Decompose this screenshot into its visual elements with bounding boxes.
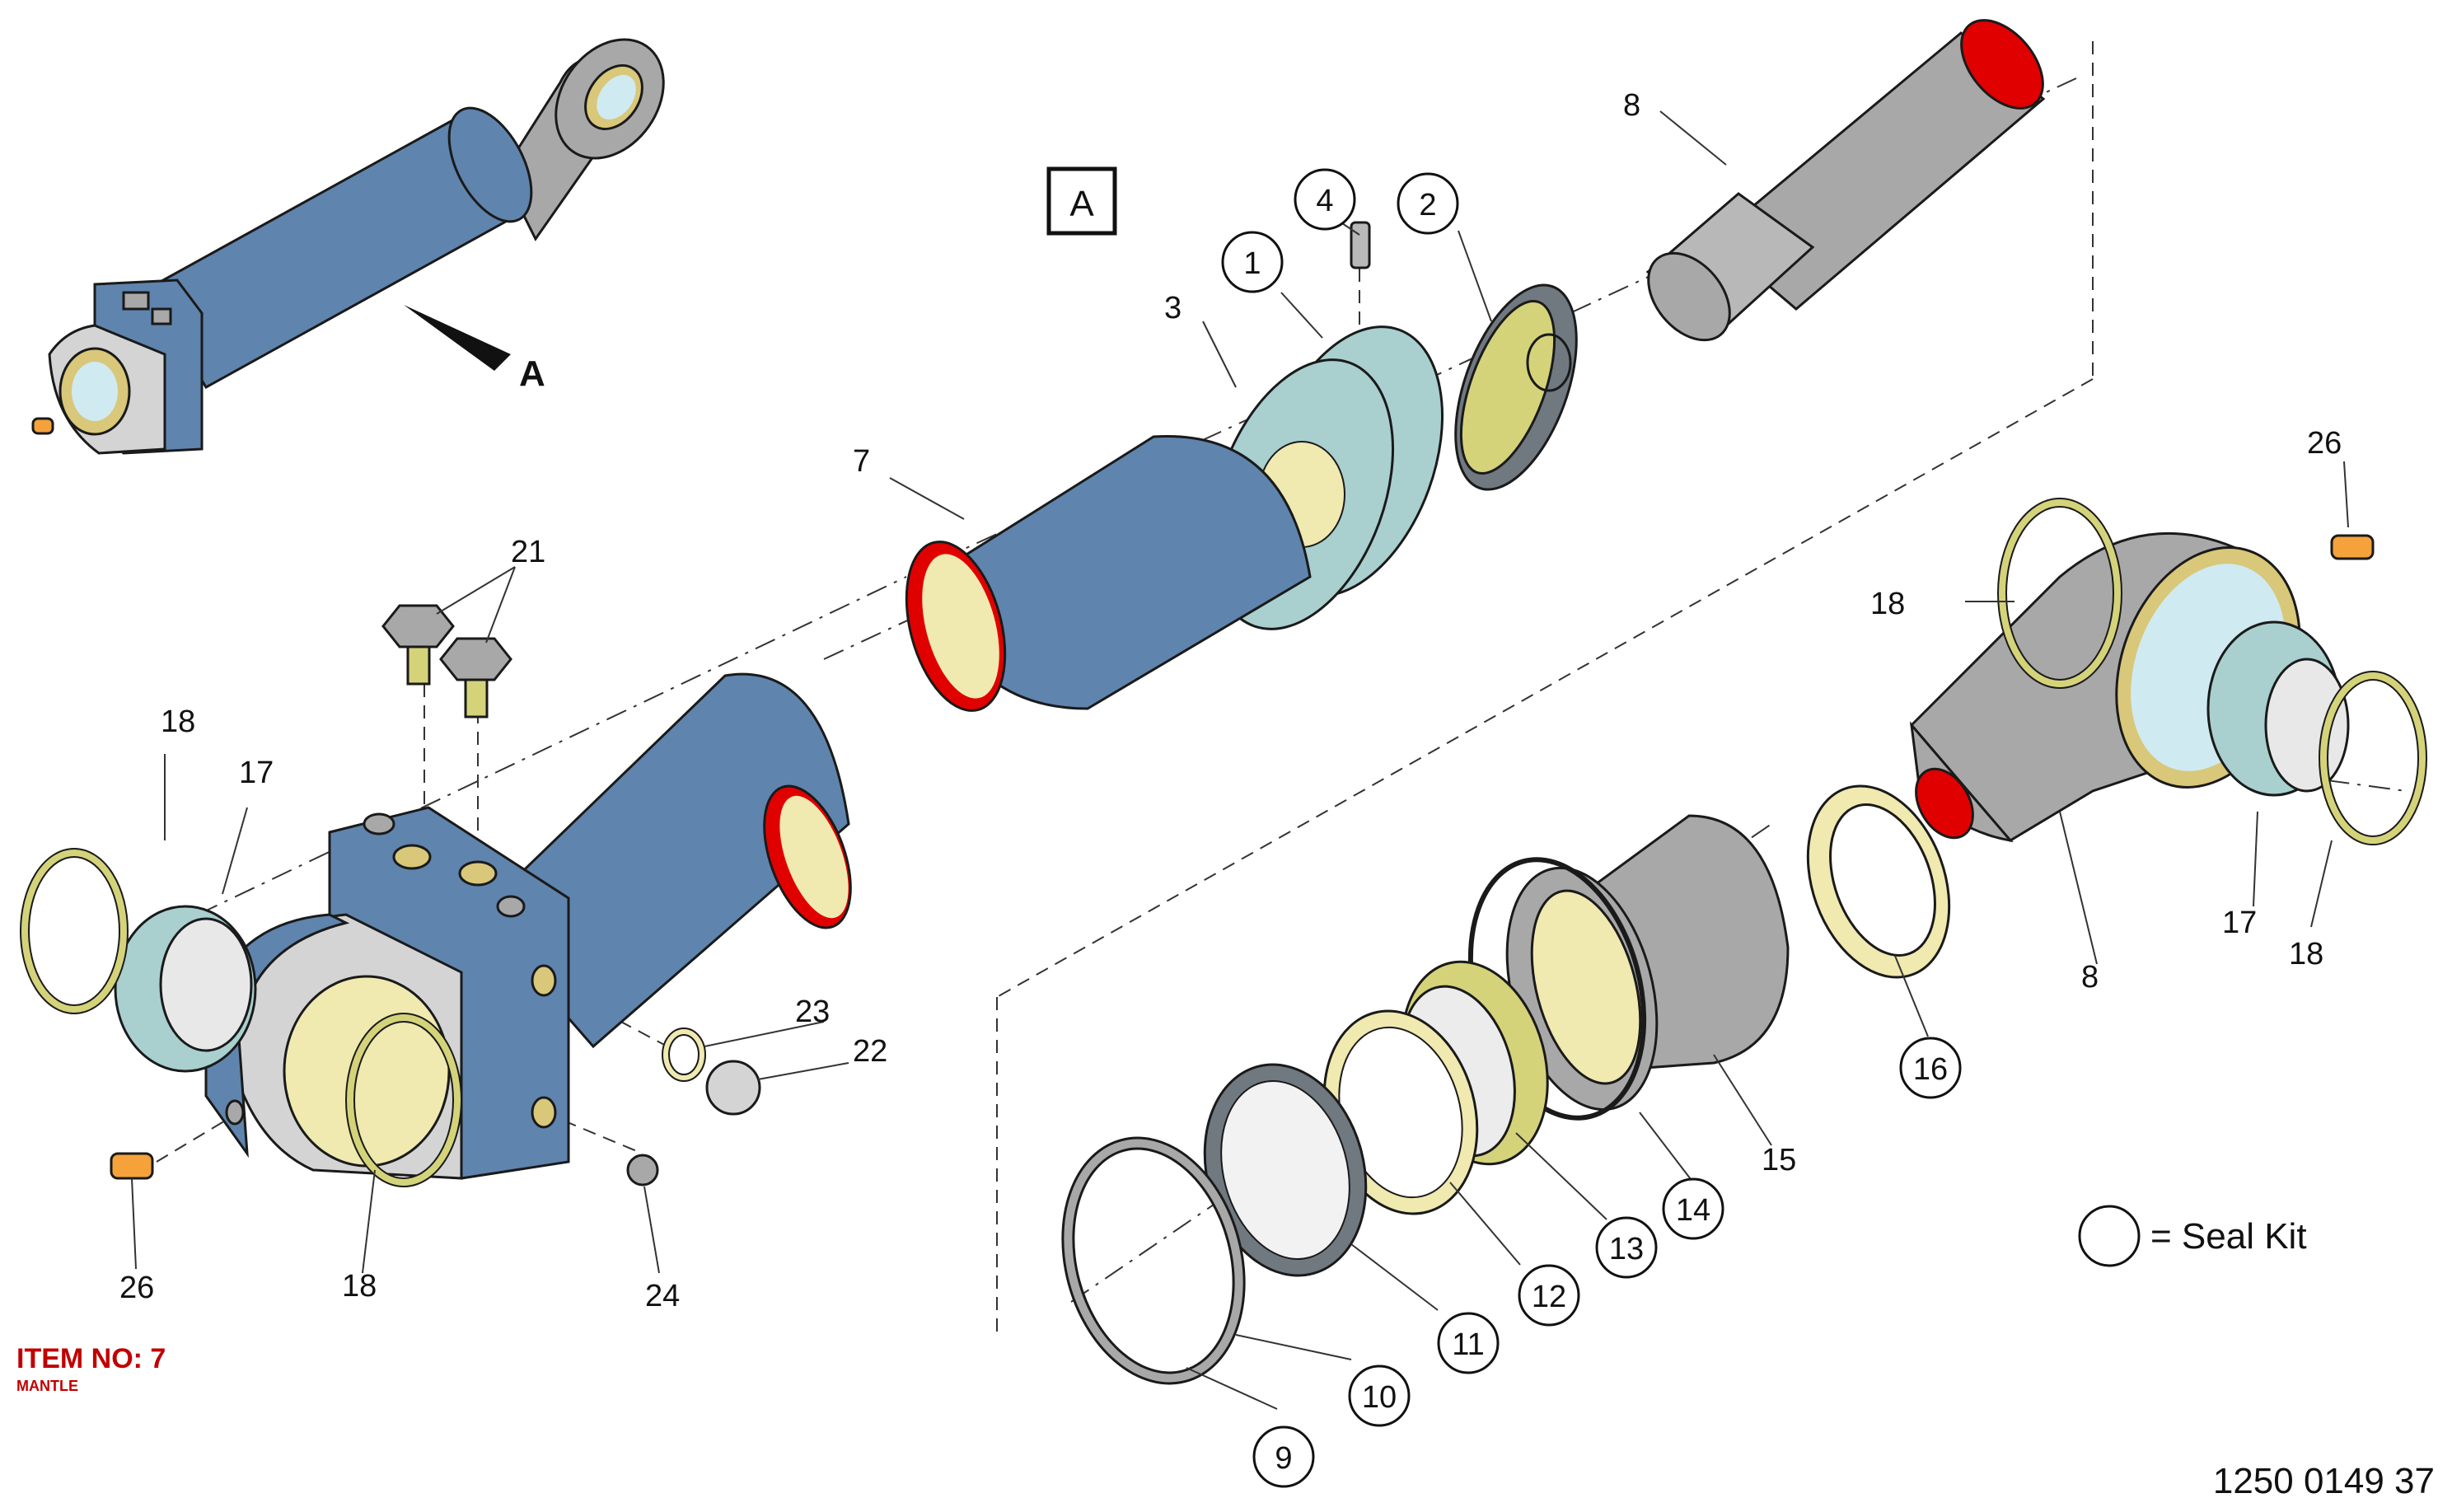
callout-23: 23 bbox=[795, 995, 830, 1029]
seal-kit-circle-11 bbox=[1437, 1312, 1500, 1374]
callout-10: 10 bbox=[1362, 1380, 1397, 1415]
callout-8-top: 8 bbox=[1623, 88, 1640, 123]
callout-18-left-bottom: 18 bbox=[342, 1269, 377, 1304]
seal-kit-circle-1 bbox=[1221, 231, 1284, 293]
seal-kit-circle-4 bbox=[1294, 168, 1356, 231]
callout-9: 9 bbox=[1275, 1441, 1292, 1476]
callout-letter-a: A bbox=[519, 353, 545, 394]
item-name: MANTLE bbox=[16, 1378, 78, 1394]
callout-7: 7 bbox=[853, 444, 870, 479]
relief-valves bbox=[381, 604, 512, 719]
callout-8-bottom: 8 bbox=[2081, 960, 2099, 995]
callout-26-right: 26 bbox=[2307, 426, 2342, 461]
callout-labels: 8 4 2 1 3 7 21 18 17 23 22 26 18 24 26 1… bbox=[119, 88, 2342, 1488]
seal-kit-circle-2 bbox=[1397, 172, 1459, 235]
seal-kit-circle-16 bbox=[1899, 1037, 1962, 1099]
callout-26-left: 26 bbox=[119, 1271, 154, 1305]
guide-and-seal-stack bbox=[1061, 784, 1951, 1385]
view-label: A bbox=[1069, 184, 1094, 224]
document-number: 1250 0149 37 bbox=[2213, 1461, 2435, 1501]
callout-18-right-top: 18 bbox=[1870, 587, 1905, 621]
callout-18-left-top: 18 bbox=[161, 705, 195, 739]
callout-2: 2 bbox=[1419, 188, 1436, 222]
callout-14: 14 bbox=[1676, 1193, 1710, 1228]
seal-kit-circle-12 bbox=[1518, 1264, 1580, 1327]
callout-18-right-bottom: 18 bbox=[2289, 937, 2323, 971]
callout-12: 12 bbox=[1532, 1280, 1566, 1314]
callout-17-left: 17 bbox=[239, 756, 274, 790]
callout-16: 16 bbox=[1913, 1052, 1948, 1087]
left-bushing-and-ring bbox=[20, 848, 462, 1187]
seal-kit-circle-13 bbox=[1595, 1216, 1658, 1279]
item-number: ITEM NO: 7 bbox=[16, 1343, 166, 1374]
callout-15: 15 bbox=[1762, 1143, 1796, 1177]
callout-11: 11 bbox=[1452, 1327, 1484, 1362]
callout-22: 22 bbox=[853, 1034, 887, 1069]
callout-3: 3 bbox=[1164, 291, 1182, 325]
callout-13: 13 bbox=[1609, 1232, 1644, 1266]
legend-circle-icon bbox=[2078, 1205, 2141, 1267]
callout-24: 24 bbox=[645, 1279, 680, 1313]
overview-cylinder-assembly bbox=[31, 38, 665, 455]
legend-text: = Seal Kit bbox=[2150, 1216, 2307, 1257]
mantle-cylinder-tube bbox=[905, 434, 1312, 712]
seal-kit-circle-9 bbox=[1252, 1425, 1315, 1488]
cylinder-body bbox=[204, 672, 852, 1180]
piston-rod bbox=[1645, 19, 2046, 342]
callout-17-right: 17 bbox=[2222, 906, 2257, 940]
view-label-box bbox=[1046, 166, 1117, 236]
rod-end-eye bbox=[1909, 498, 2427, 845]
callout-1: 1 bbox=[1243, 246, 1261, 281]
seal-kit-circle-14 bbox=[1662, 1177, 1724, 1240]
seal-kit-circle-10 bbox=[1348, 1365, 1411, 1427]
small-fittings bbox=[110, 534, 2375, 1187]
leader-lines bbox=[131, 110, 2349, 1410]
callout-21: 21 bbox=[511, 535, 545, 569]
callout-4: 4 bbox=[1316, 184, 1333, 218]
